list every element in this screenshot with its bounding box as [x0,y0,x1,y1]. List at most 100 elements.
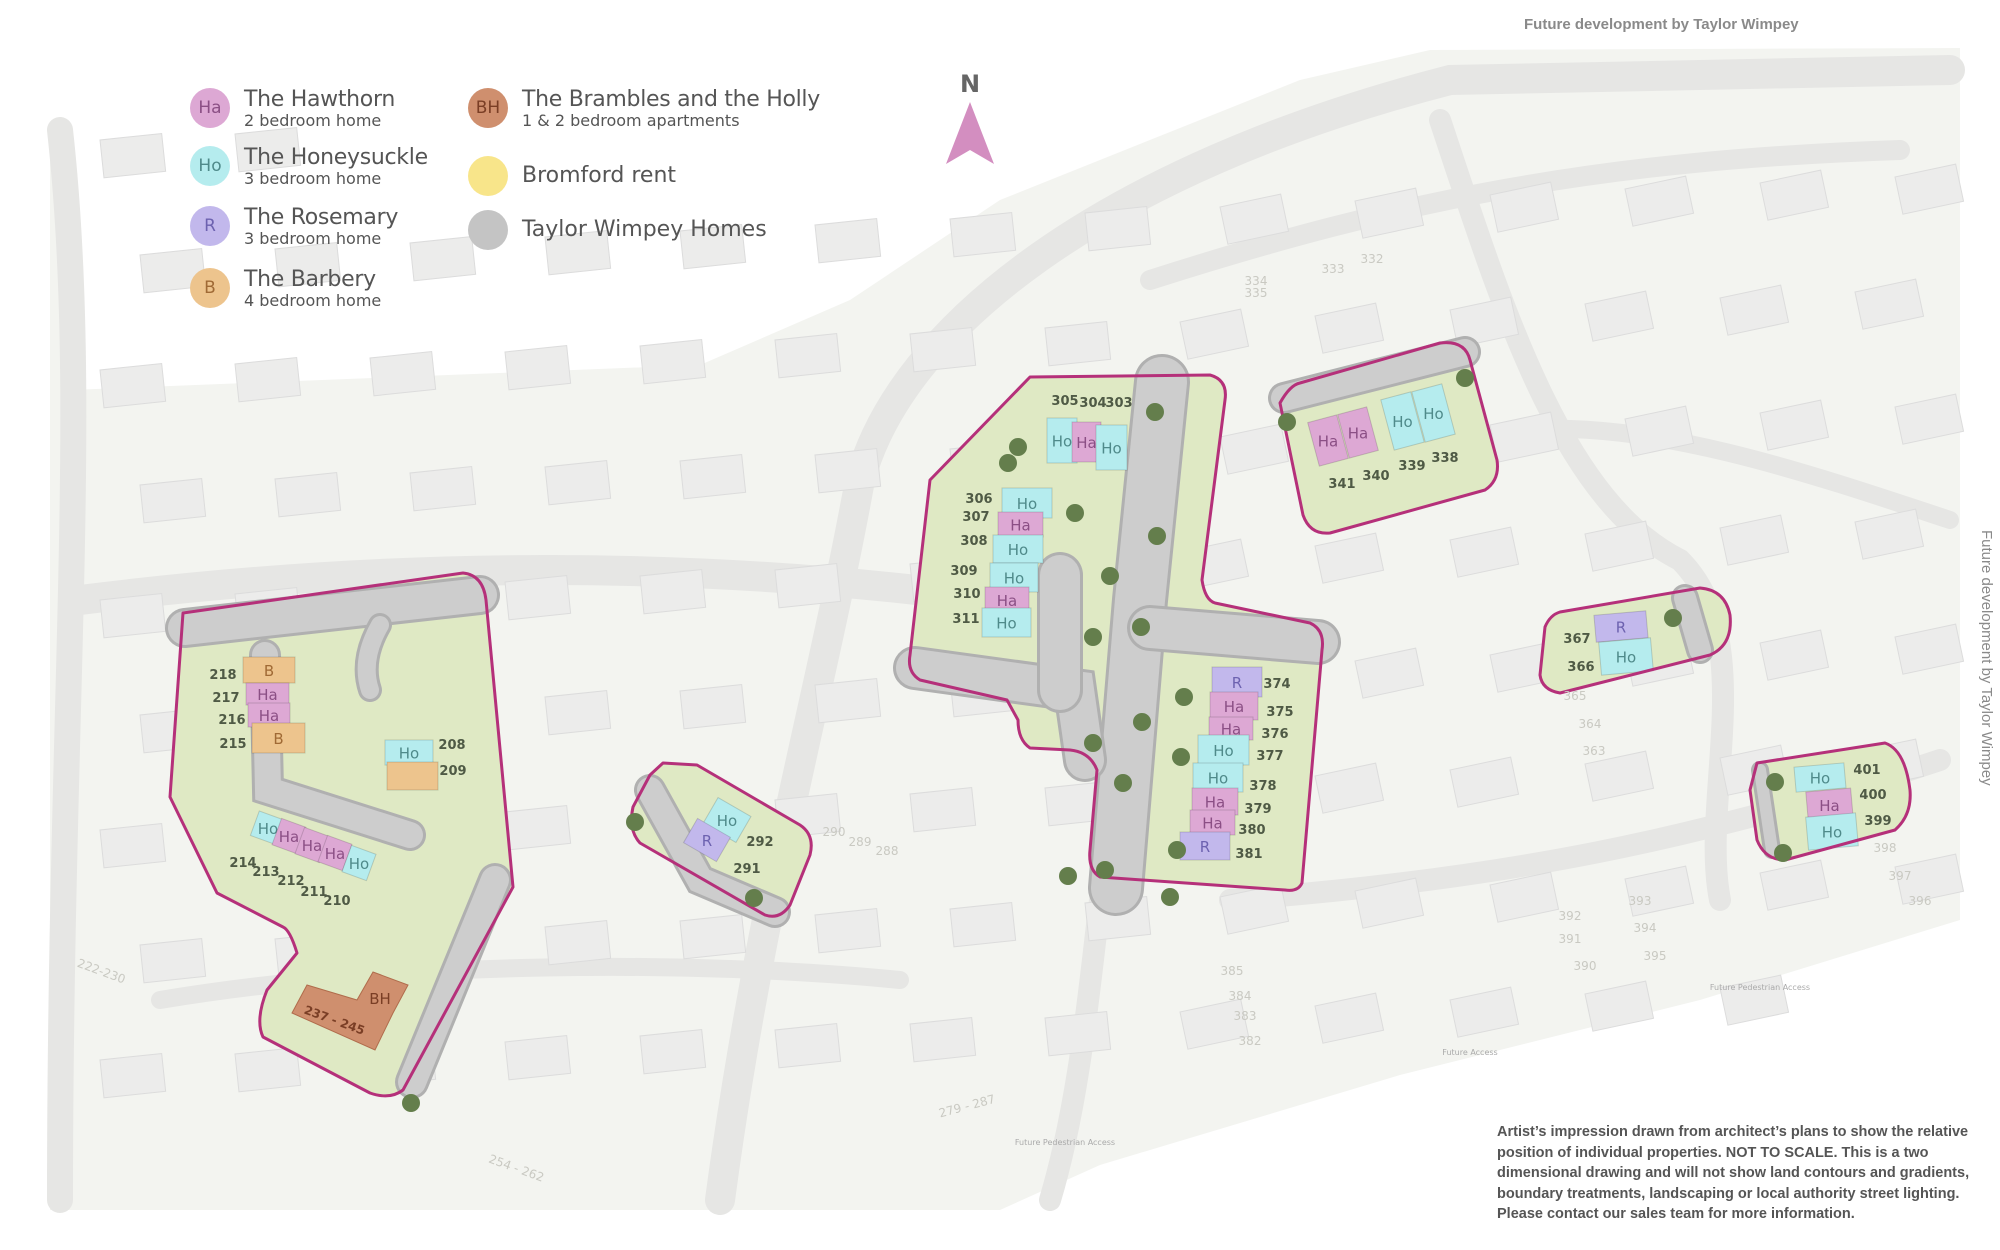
road [1091,357,1187,913]
north-indicator: N [945,70,995,172]
legend-swatch-icon: Ha [190,88,230,128]
existing-house [1584,980,1655,1032]
home-footprint [997,511,1044,538]
plot-number: 376 [1261,727,1288,742]
home-type-label: Ho [399,745,419,763]
home-type-label: Ha [302,837,322,855]
existing-house [1219,193,1290,245]
plot-number: 306 [965,492,992,507]
plot-number: 292 [746,835,773,850]
home-type-label: R [702,832,712,850]
cluster-outline [1538,586,1732,695]
home-type-label: Ho [349,855,369,873]
legend-title: The Brambles and the Holly [522,87,820,112]
existing-house [1624,405,1695,457]
disclaimer-text: Artist’s impression drawn from architect… [1497,1124,1970,1222]
future-plot-number: 393 [1629,894,1652,908]
access-label: Future Pedestrian Access [1710,983,1810,992]
home-footprint [1593,610,1649,643]
existing-house [909,1016,977,1063]
existing-house [639,338,707,385]
future-plot-number: 364 [1579,717,1602,731]
future-plot-number: 363 [1583,744,1606,758]
legend-subtitle: 4 bedroom home [244,291,382,310]
tree-icon [1456,369,1474,387]
existing-house [1449,296,1520,348]
home-type-label: Ha [1221,721,1241,739]
existing-house [1894,163,1965,215]
existing-house [1894,393,1965,445]
legend-swatch-icon: Ho [190,146,230,186]
legend-swatch-icon: R [190,206,230,246]
home-type-label: Ho [1810,770,1830,788]
tree-icon [1114,774,1132,792]
home-footprint [242,656,296,684]
home-type-label: Ho [1004,570,1024,588]
home-type-label: Ha [1819,797,1839,815]
existing-house [544,689,612,736]
home-type-label: Ha [259,707,279,725]
home-type-label: Ha [257,686,277,704]
existing-house [1759,859,1830,911]
plot-number: 307 [962,510,989,525]
existing-house [1759,169,1830,221]
plot-number: 208 [438,738,465,753]
future-plot-number: 398 [1874,841,1897,855]
home-type-label: Ho [1101,440,1121,458]
home-footprint [1192,762,1244,793]
tree-icon [1175,688,1193,706]
existing-house [1179,998,1250,1050]
home-type-label: Ho [1616,649,1636,667]
plot-number: 304 [1079,396,1106,411]
plot-number: 377 [1256,749,1283,764]
road [1271,339,1478,411]
plot-number: 211 [300,885,327,900]
plot-number: 380 [1238,823,1265,838]
plot-number: 341 [1328,477,1355,492]
home-type-label: R [1232,674,1242,692]
existing-house [1219,883,1290,935]
existing-house [1354,647,1425,699]
existing-house [234,356,302,403]
home-type-label: Ha [279,828,299,846]
home-footprint [1337,406,1379,459]
existing-house [639,1028,707,1075]
plot-number: 291 [733,862,760,877]
legend-label: Taylor Wimpey Homes [522,217,767,242]
future-plot-number: 335 [1245,286,1268,300]
existing-house [504,1034,572,1081]
future-plot-number: 391 [1559,932,1582,946]
existing-house [1894,623,1965,675]
future-plot-number: 385 [1221,964,1244,978]
plot-number: 374 [1263,677,1290,692]
plot-number: 214 [229,856,256,871]
existing-house [544,229,612,276]
home-type-label: Ha [1205,794,1225,812]
tree-icon [1664,609,1682,627]
street [1429,109,1734,911]
home-footprint [1380,391,1425,451]
existing-house [1314,992,1385,1044]
tree-icon [1009,438,1027,456]
legend-title: The Barbery [244,267,376,292]
plot-number: 401 [1853,763,1880,778]
home-type-label: Ha [1224,698,1244,716]
tree-icon [1084,734,1102,752]
existing-house [1624,865,1695,917]
home-type-label: Ha [1348,425,1368,443]
road [1130,608,1338,662]
existing-house [409,465,477,512]
legend-title: The Honeysuckle [244,145,428,170]
tree-icon [1148,527,1166,545]
plot-number: 379 [1244,802,1271,817]
plot-number: 213 [252,865,279,880]
existing-house [1179,308,1250,360]
existing-house [1759,629,1830,681]
